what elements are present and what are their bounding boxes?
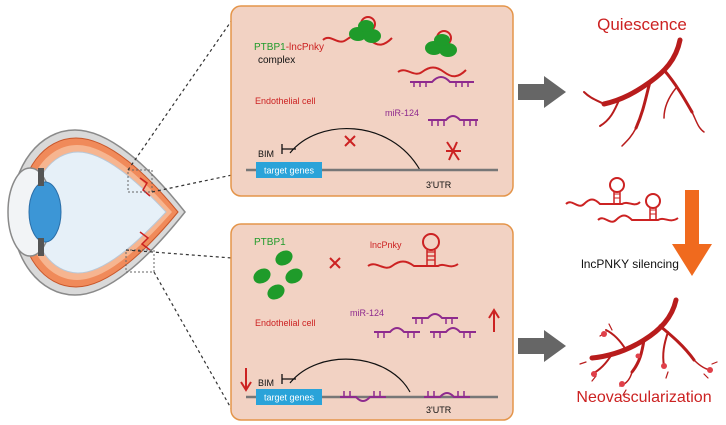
complex-label-dash: -	[286, 42, 289, 53]
bottom-lncpnky-label: lncPnky	[370, 240, 402, 250]
top-block-cross-icon	[344, 135, 356, 147]
free-ptbp1-icon	[253, 250, 303, 300]
top-inhibition-bar	[281, 144, 296, 154]
bottom-bim-label: BIM	[258, 378, 274, 388]
neovascularization-label: Neovascularization	[576, 389, 711, 406]
bottom-mirna-icons	[374, 313, 476, 338]
ptbp1-lncpnky-complex-icon	[322, 16, 474, 87]
top-outcome-arrow-icon	[518, 76, 566, 108]
bottom-ptbp1-label: PTBP1	[254, 237, 286, 248]
silencing-down-arrow-icon	[672, 190, 712, 276]
top-regulation-arc	[289, 128, 421, 171]
bound-mirna-icons	[340, 391, 470, 402]
silencing-label: lncPNKY silencing	[581, 257, 679, 271]
bim-decrease-arrow-icon	[240, 368, 252, 392]
complex-label-lncpnky: lncPnky	[289, 42, 324, 53]
neovascular-vessel-icon	[579, 297, 718, 396]
svg-text:PTBP1-lncPnky: PTBP1-lncPnky	[254, 42, 324, 53]
bottom-inhibition-bar	[281, 374, 296, 384]
top-utr-label: 3'UTR	[426, 180, 452, 190]
top-mirna-block-icon	[446, 141, 461, 161]
quiescence-label: Quiescence	[597, 15, 687, 34]
neovascular-sprout-marks	[591, 331, 713, 387]
bottom-regulation-arc	[289, 358, 411, 393]
bottom-outcome-arrow-icon	[518, 330, 566, 362]
lncpnky-hairpin-icon	[367, 233, 459, 269]
bottom-target-genes-box	[256, 389, 322, 405]
top-mirna-icon	[428, 115, 478, 126]
bottom-block-cross-icon	[329, 257, 341, 269]
complex-label-ptbp1: PTBP1	[254, 42, 286, 53]
top-mirna-label: miR-124	[385, 108, 419, 118]
mirna-increase-arrow-icon	[488, 308, 500, 332]
top-target-genes-label: target genes	[264, 166, 315, 176]
top-cell-label: Endothelial cell	[255, 96, 316, 106]
lncpnky-rna-icons	[565, 177, 679, 223]
bottom-utr-label: 3'UTR	[426, 405, 452, 415]
bottom-mirna-label: miR-124	[350, 308, 384, 318]
zoom-connectors	[125, 19, 233, 411]
bottom-cell-label: Endothelial cell	[255, 318, 316, 328]
top-bim-label: BIM	[258, 149, 274, 159]
quiescent-vessel-icon	[583, 37, 705, 147]
bottom-target-genes-label: target genes	[264, 393, 315, 403]
eye-illustration	[7, 129, 186, 296]
complex-label-word: complex	[258, 55, 295, 66]
top-target-genes-box	[256, 162, 322, 178]
